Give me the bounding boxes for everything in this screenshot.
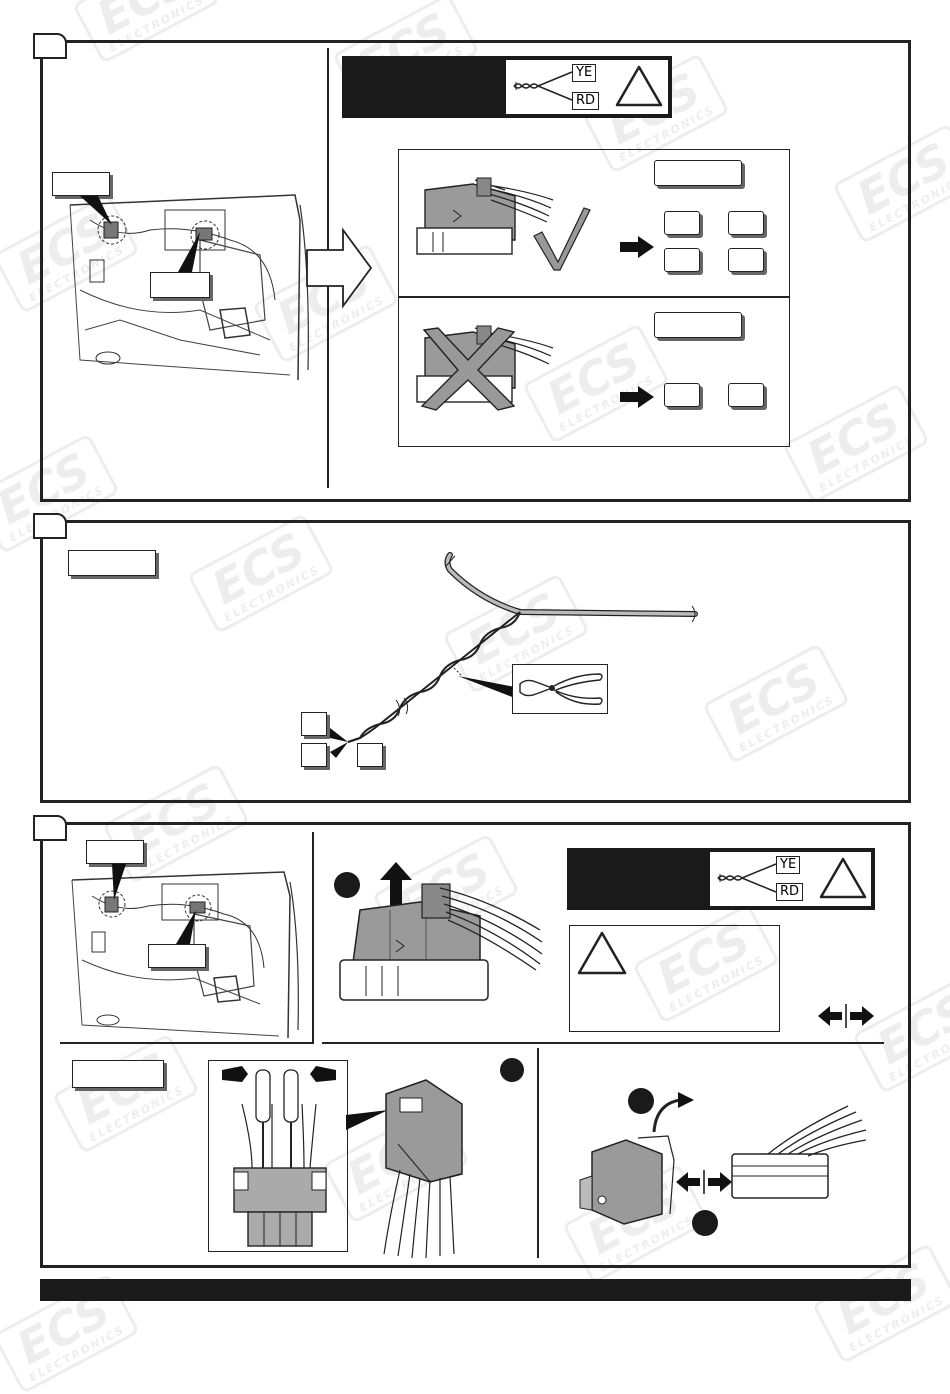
pin-box: [357, 743, 383, 767]
step-marker-b: [500, 1058, 524, 1082]
screwdriver-icon: [222, 1066, 336, 1247]
arrow-right-icon: [306, 227, 373, 309]
twisted-wire-illustration: [330, 552, 698, 758]
pin-box: [301, 743, 327, 767]
wire-label-box: [68, 550, 156, 576]
pin-label-box: [654, 312, 742, 338]
wire-code-rd: RD: [572, 92, 600, 110]
arrow-right-icon: [620, 386, 654, 408]
step-marker-d: [692, 1210, 718, 1236]
connector-illustration: [579, 1135, 675, 1225]
arrow-up-icon: [380, 862, 412, 906]
wire-code-ye: YE: [572, 64, 597, 82]
panel-divider: [537, 1048, 539, 1258]
arrow-right-icon: [620, 236, 654, 258]
connector-plug-illustration: [731, 1105, 867, 1199]
step-panel-1: [40, 40, 911, 502]
panel-divider: [322, 1042, 884, 1044]
warning-triangle-icon: [615, 65, 663, 107]
screwdriver-detail-box: [208, 1060, 348, 1252]
pin-box: [728, 248, 764, 272]
comparison-divider: [398, 296, 790, 298]
pin-box: [664, 211, 700, 235]
curved-arrow-icon: [652, 1092, 694, 1133]
pin-box: [664, 383, 700, 407]
step-tab-1: [33, 33, 67, 59]
pin-box: [728, 383, 764, 407]
wire-code-ye: YE: [776, 856, 801, 874]
detail-pointer: [346, 1110, 388, 1130]
tool-label-box: [72, 1060, 164, 1088]
pliers-icon: [519, 673, 603, 705]
twisted-pair-icon: [717, 863, 777, 893]
connector-label-box: [150, 272, 210, 298]
connector-illustration: [339, 883, 543, 1001]
vehicle-interior-illustration: [71, 871, 299, 1039]
panel-divider: [60, 1042, 314, 1044]
warning-triangle-icon: [577, 931, 627, 975]
cross-mark-icon: [420, 327, 516, 411]
pin-box: [728, 211, 764, 235]
push-pull-arrows-icon: [818, 1004, 874, 1028]
check-mark-icon: [533, 207, 591, 271]
pin-label-box: [654, 160, 742, 186]
wire-code-rd: RD: [776, 883, 804, 901]
panel-divider: [312, 832, 314, 1042]
warning-note-box: [569, 925, 780, 1032]
step-tab-2: [33, 513, 67, 539]
connector-illustration: [383, 1079, 463, 1259]
connector-label-box: [148, 944, 206, 968]
footer-bar: [40, 1279, 911, 1301]
label-pointer: [80, 196, 112, 225]
push-pull-arrows-icon: [676, 1170, 732, 1194]
label-pointer: [112, 864, 126, 900]
warning-triangle-icon: [819, 857, 867, 899]
pin-box: [301, 712, 327, 736]
label-pointer: [178, 232, 200, 272]
twisted-pair-icon: [513, 71, 573, 101]
pin-box: [664, 248, 700, 272]
connector-illustration: [416, 177, 554, 255]
connector-comparison-box: [398, 149, 790, 447]
connector-label-box: [52, 172, 110, 196]
step-marker-a: [334, 872, 360, 898]
step-marker-c: [628, 1088, 654, 1114]
connector-label-box: [86, 840, 144, 864]
step-panel-2: [40, 520, 911, 803]
step-tab-3: [33, 815, 67, 841]
label-pointer: [176, 910, 196, 944]
step-panel-3: [40, 822, 911, 1268]
